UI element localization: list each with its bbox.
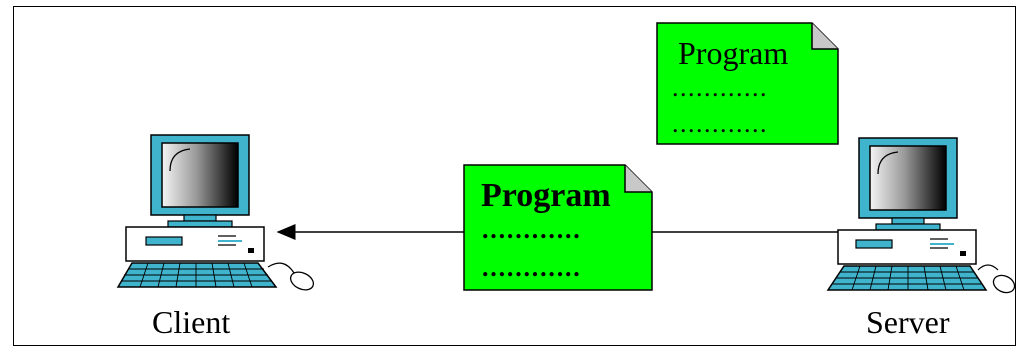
server-label: Server [866,304,950,340]
program-server-title: Program [678,35,788,71]
program-server-line-2: ............ [672,109,768,138]
program-document-server: Program ............ ............ [656,22,839,145]
program-transfer-line-2: ............ [482,253,582,282]
program-server-line-1: ............ [672,73,768,102]
program-document-transfer: Program ............ ............ [463,164,653,291]
program-transfer-line-1: ............ [482,215,582,244]
client-label: Client [152,304,230,340]
server-computer-icon [826,137,1016,294]
client-computer-icon [116,134,315,291]
program-transfer-title: Program [481,177,611,214]
